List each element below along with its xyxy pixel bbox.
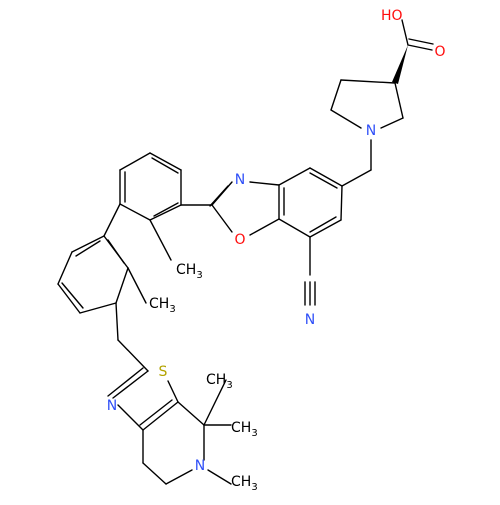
- bond-link: [115, 302, 119, 341]
- atom-labels: HO O N N O N CH3 CH3 S N CH3 CH3 N CH3: [107, 8, 446, 493]
- bond-thiazole: [112, 370, 149, 399]
- bond-aromatic-inner: [61, 282, 84, 309]
- bond-methyl: [127, 267, 147, 304]
- bond-phenyl-upper: [149, 204, 182, 221]
- bond-aromatic-inner: [107, 239, 125, 264]
- bond-ring: [330, 109, 362, 129]
- bond-benzoxazole-ring: [278, 167, 311, 186]
- bond-thiazole: [117, 404, 144, 431]
- bond-phenyl-lower: [71, 235, 105, 253]
- bond-ring: [165, 469, 193, 485]
- bond-ring: [177, 401, 205, 426]
- atom-label-methyl-2: CH3: [149, 296, 176, 315]
- bond-phenyl-upper: [149, 152, 182, 171]
- atom-label-carbonyl-oxygen: O: [434, 44, 445, 60]
- bond-biaryl: [103, 203, 121, 237]
- bond-acid-co-double: [408, 38, 434, 45]
- bond-ring: [380, 117, 404, 129]
- bond-benzoxazole-ring: [340, 185, 343, 221]
- bond-thiazole: [142, 401, 179, 431]
- atom-label-gem-methyl-1: CH3: [206, 372, 233, 391]
- bond-aromatic-inner: [75, 240, 101, 257]
- bonds: [57, 19, 434, 485]
- bond-oxazole: [249, 218, 280, 236]
- bond-ring: [394, 82, 404, 119]
- bond-oxazole: [211, 204, 233, 233]
- atom-label-gem-methyl-2: CH3: [231, 420, 258, 439]
- bond-thiazole-double: [107, 367, 144, 397]
- atom-label-methyl-1: CH3: [176, 262, 203, 281]
- atom-label-hydroxyl: HO: [381, 8, 403, 24]
- bond-ring: [142, 462, 167, 485]
- bond-ring: [330, 79, 342, 111]
- bond-aromatic-inner: [153, 202, 179, 217]
- atom-label-nitrile-nitrogen: N: [305, 312, 315, 328]
- bond-phenyl-lower: [57, 251, 73, 285]
- atom-label-n-methyl: CH3: [231, 474, 258, 493]
- bond-aromatic-inner: [309, 216, 337, 233]
- atom-label-thiazole-sulfur: S: [159, 364, 168, 380]
- bond-phenyl-lower: [57, 283, 81, 314]
- bond-phenyl-lower: [79, 302, 117, 314]
- bond-gem-methyl: [203, 379, 227, 426]
- bond-link: [117, 339, 149, 372]
- bond-phenyl-lower: [115, 267, 129, 304]
- bond-phenyl-upper: [119, 152, 151, 171]
- bond-ring: [340, 79, 396, 84]
- atom-label-amine-nitrogen: N: [195, 458, 205, 474]
- bond-methyl: [149, 219, 172, 261]
- atom-label-pyrrolidine-nitrogen: N: [366, 123, 376, 139]
- bond-phenyl-upper: [119, 203, 151, 221]
- bond-n-methyl: [207, 469, 232, 485]
- wedge-bond: [392, 45, 408, 84]
- bond-benzoxazole-ring: [278, 218, 311, 238]
- bond-ch2: [341, 169, 372, 187]
- bond-benzoxazole-ring: [309, 219, 342, 238]
- atom-label-oxazole-oxygen: O: [234, 232, 245, 248]
- bond-aromatic-inner: [309, 172, 338, 189]
- bond-acid-co: [407, 44, 433, 51]
- bond-acid-oh: [401, 19, 409, 46]
- atom-label-oxazole-nitrogen: N: [235, 172, 245, 188]
- bond-thiazole-double: [139, 399, 173, 426]
- bond-aromatic-inner: [151, 157, 179, 174]
- bond-thiazole: [167, 380, 179, 403]
- atom-label-thiazole-nitrogen: N: [107, 398, 117, 414]
- bond-benzoxazole-ring: [309, 167, 343, 187]
- bond-oxazole-double: [209, 185, 229, 207]
- bond-oxazole: [249, 181, 280, 186]
